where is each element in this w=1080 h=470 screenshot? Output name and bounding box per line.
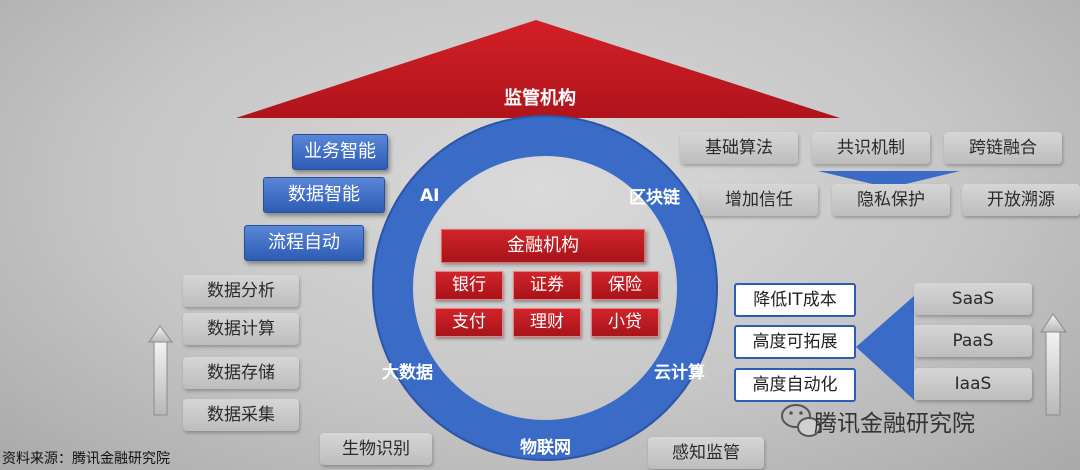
ring-label-cloud: 云计算 <box>654 363 705 383</box>
bigdata-item-compute: 数据计算 <box>183 313 299 345</box>
ring-label-blockchain: 区块链 <box>629 188 680 208</box>
wechat-icon <box>781 404 821 437</box>
center-wealth: 理财 <box>513 308 581 337</box>
watermark-brand: 腾讯金融研究院 <box>814 411 975 437</box>
blockchain-item-privacy: 隐私保护 <box>832 184 950 216</box>
center-title: 金融机构 <box>441 229 645 263</box>
roof-title: 监管机构 <box>504 88 576 109</box>
center-microloan: 小贷 <box>591 308 659 337</box>
tech-ring <box>373 116 717 460</box>
left-up-arrow <box>148 325 173 416</box>
center-securities: 证券 <box>513 271 581 300</box>
roof-triangle <box>236 20 840 118</box>
ai-item-data: 数据智能 <box>263 177 385 213</box>
blockchain-item-consensus: 共识机制 <box>812 132 930 164</box>
ai-item-process: 流程自动 <box>244 225 364 261</box>
ring-label-ai: AI <box>420 186 440 206</box>
bigdata-item-collect: 数据采集 <box>183 399 299 431</box>
cloud-layer-paas: PaaS <box>914 325 1032 357</box>
cloud-benefit-scalable: 高度可拓展 <box>734 325 856 359</box>
cloud-triangle <box>856 296 914 400</box>
right-up-arrow <box>1040 313 1067 416</box>
blockchain-item-trust: 增加信任 <box>700 184 818 216</box>
iot-item-biometric: 生物识别 <box>320 433 432 465</box>
source-note: 资料来源：腾讯金融研究院 <box>2 451 170 467</box>
center-insurance: 保险 <box>591 271 659 300</box>
bigdata-item-storage: 数据存储 <box>183 357 299 389</box>
cloud-layer-iaas: IaaS <box>914 368 1032 400</box>
ring-label-iot: 物联网 <box>520 438 571 458</box>
cloud-benefit-automation: 高度自动化 <box>734 368 856 402</box>
cloud-layer-saas: SaaS <box>914 283 1032 315</box>
bigdata-item-analysis: 数据分析 <box>183 275 299 307</box>
blockchain-item-trace: 开放溯源 <box>962 184 1080 216</box>
blockchain-item-algorithm: 基础算法 <box>680 132 798 164</box>
center-bank: 银行 <box>435 271 503 300</box>
blockchain-triangle <box>818 171 960 188</box>
cloud-benefit-cost: 降低IT成本 <box>734 283 856 317</box>
iot-item-sensing: 感知监管 <box>648 437 764 469</box>
ai-item-business: 业务智能 <box>292 134 388 170</box>
center-payment: 支付 <box>435 308 503 337</box>
ring-label-bigdata: 大数据 <box>382 363 433 383</box>
blockchain-item-crosschain: 跨链融合 <box>944 132 1062 164</box>
